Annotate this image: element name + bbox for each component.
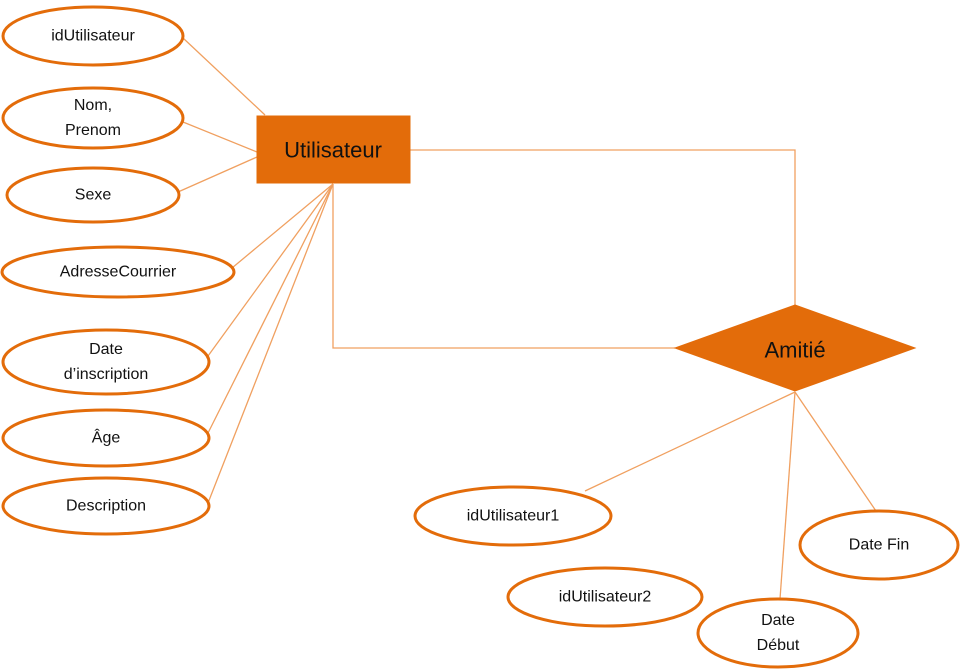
attribute-label: Date: [761, 612, 795, 629]
attribute-ellipse: [1, 5, 185, 67]
connector-nom-prenom: [182, 121, 258, 153]
attribute-ellipse: [1, 86, 185, 150]
attribute-date-inscription[interactable]: Date d’inscription: [1, 328, 211, 396]
connector-description: [207, 183, 334, 504]
attribute-label: idUtilisateur1: [467, 508, 560, 525]
attribute-idUtilisateur[interactable]: idUtilisateur: [1, 5, 185, 67]
attribute-label: Prenom: [65, 122, 121, 139]
attribute-label: Date Fin: [849, 537, 909, 554]
attribute-date-fin[interactable]: Date Fin: [798, 509, 960, 581]
attribute-ellipse: [798, 509, 960, 581]
attribute-ellipse: [696, 597, 860, 669]
attribute-label: Description: [66, 498, 146, 515]
attribute-adresse-courrier[interactable]: AdresseCourrier: [0, 245, 236, 299]
connector-date-inscription: [207, 183, 334, 357]
connector-age: [207, 183, 334, 434]
attribute-idUtilisateur2[interactable]: idUtilisateur2: [506, 566, 704, 628]
relationship-diamond: [673, 304, 917, 392]
attribute-label: idUtilisateur: [51, 28, 135, 45]
attribute-ellipse: [0, 245, 236, 299]
attribute-sexe[interactable]: Sexe: [5, 166, 181, 224]
connector-date-debut: [779, 391, 796, 600]
connector-adresse-courrier: [231, 183, 334, 269]
relationship-link-top: [410, 149, 796, 305]
attribute-description[interactable]: Description: [1, 476, 211, 536]
attribute-ellipse: [413, 485, 613, 547]
connector-sexe: [177, 156, 258, 193]
attribute-ellipse: [1, 408, 211, 468]
relationship-link-left: [332, 184, 675, 349]
entity-box: [256, 115, 411, 184]
attribute-label: idUtilisateur2: [559, 589, 652, 606]
relationship-amitie[interactable]: Amitié: [673, 304, 917, 392]
connector-date-fin: [794, 391, 877, 512]
attribute-ellipse: [1, 476, 211, 536]
attribute-label: Date: [89, 341, 123, 358]
attribute-idUtilisateur1[interactable]: idUtilisateur1: [413, 485, 613, 547]
attribute-label: Nom,: [74, 97, 112, 114]
attribute-label: AdresseCourrier: [60, 264, 177, 281]
attribute-label: Âge: [92, 428, 121, 447]
diagram-edges: [177, 37, 877, 600]
attribute-label: d’inscription: [64, 366, 148, 383]
attribute-nom-prenom[interactable]: Nom, Prenom: [1, 86, 185, 150]
connector-idUtilisateur: [182, 37, 266, 116]
attribute-label: Sexe: [75, 187, 112, 204]
relationship-label: Amitié: [764, 338, 825, 363]
attribute-ellipse: [5, 166, 181, 224]
attribute-age[interactable]: Âge: [1, 408, 211, 468]
attribute-ellipse: [1, 328, 211, 396]
attribute-ellipse: [506, 566, 704, 628]
attribute-label: Début: [757, 637, 800, 654]
entity-utilisateur[interactable]: Utilisateur: [256, 115, 411, 184]
connector-idUtilisateur1: [584, 391, 796, 492]
entity-label: Utilisateur: [284, 138, 382, 163]
